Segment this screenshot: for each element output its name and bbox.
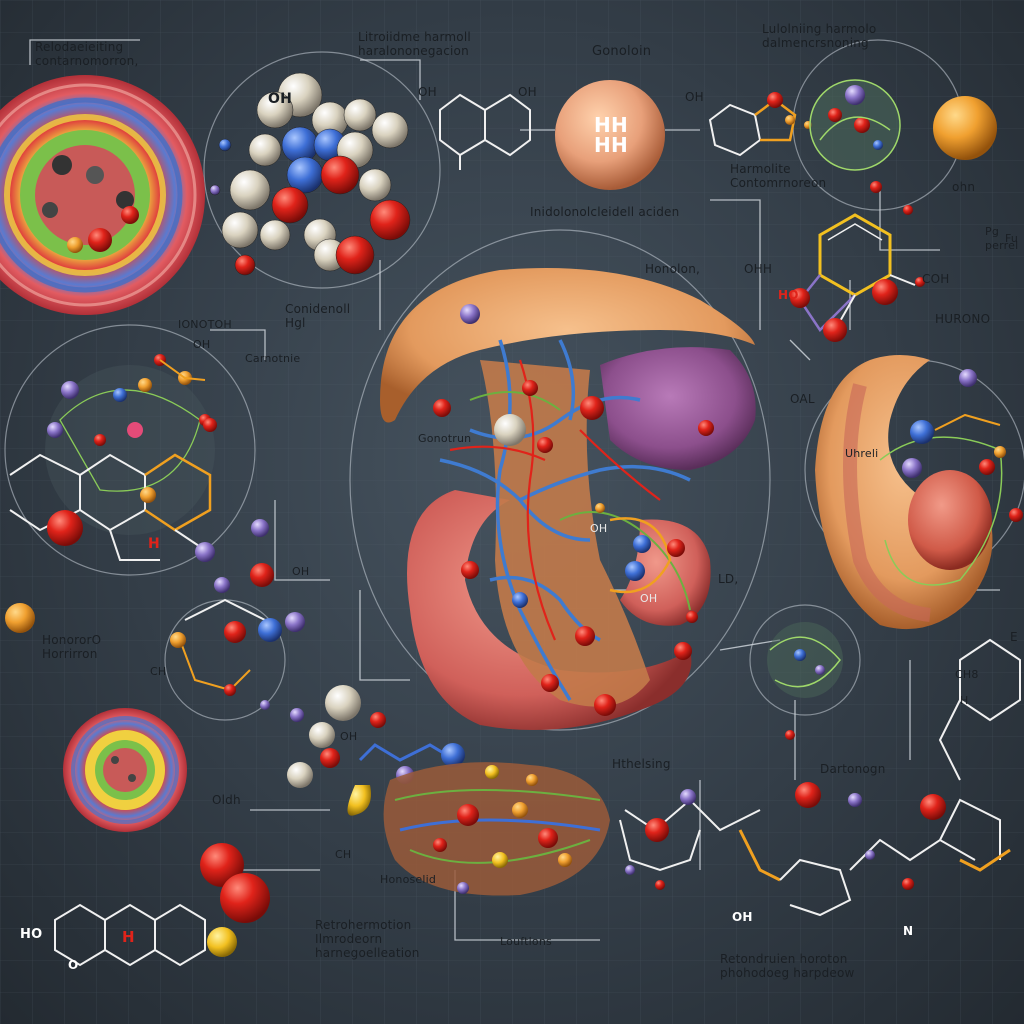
label-oh-bottom: OH [732, 910, 753, 924]
hormone-sphere-top [555, 80, 665, 190]
label-dartonogn: Dartonogn [820, 762, 886, 776]
label-h-right2: H [960, 694, 969, 707]
cell-left-mid [9, 354, 269, 562]
label-horonoe: HURONO [935, 312, 991, 326]
label-carnoine: Carnotnie [245, 352, 301, 365]
label-ch3: CH [335, 848, 352, 861]
organ-right [815, 355, 1023, 630]
label-oh-hex: OH [418, 85, 437, 99]
label-top-center: Gonoloin [592, 44, 652, 59]
label-olioh: Oldh [212, 793, 241, 807]
label-oh-mid: OH [590, 522, 608, 535]
label-ho-bottom: HO [20, 927, 43, 942]
cell-bottom-right-small [767, 622, 843, 698]
label-oh-left-mid: OH [193, 338, 211, 351]
label-top-left: Relodaeieiting contarnomorron, [35, 40, 139, 68]
label-lonoton: IONOTOH [178, 318, 232, 331]
molecule-cluster-top [209, 72, 411, 276]
label-oal: OAL [790, 392, 815, 406]
label-cha: CH8 [955, 668, 979, 681]
tissue-bottom [383, 762, 610, 896]
label-oh-right-upper: OH [685, 90, 704, 104]
label-fr-right: Fu [1005, 232, 1019, 245]
label-e-right: E [1010, 630, 1018, 644]
label-sphere-hh: HH HH [594, 113, 628, 157]
cell-top-right [809, 79, 997, 171]
label-ohh: OHH [744, 262, 773, 276]
label-honolon: Honolon, [645, 262, 701, 276]
label-hi-right: H [148, 536, 160, 552]
label-hormone-conformation: Harmolite Contomrnoreon [730, 162, 827, 190]
label-top-center-left: Litroiidme harmoll haralononegacion [358, 30, 471, 58]
label-uhrel: Uhreli [845, 447, 879, 460]
label-coh: COH [922, 272, 950, 286]
label-pg-right: Pg perrel [985, 225, 1019, 252]
label-bottom-center: Louftlons [500, 935, 552, 948]
label-n-bottom: N [903, 924, 914, 938]
label-ohe: OH [340, 730, 358, 743]
label-bottom-left-text: Retrohermotion Ilmrodeorn harnegoelleati… [315, 918, 420, 960]
label-oh-mid2: OH [640, 592, 658, 605]
label-ho-left: HO [778, 288, 799, 302]
label-hormone-left: HonororO Horrirron [42, 633, 102, 661]
molecule-left-lower [5, 563, 305, 710]
label-bottom-right-text: Retondruien horoton phohodoeg harpdeow [720, 952, 855, 980]
label-hormonal-bottom: Honoselid [380, 873, 437, 886]
label-hthelsing: Hthelsing [612, 757, 671, 771]
molecule-right-lower [938, 638, 1021, 781]
label-conformational: Conidenoll Hgl [285, 302, 351, 330]
label-oh-hex-right: OH [518, 85, 537, 99]
molecule-bottom-left [54, 843, 270, 967]
hexagon-ring-top [439, 93, 531, 170]
organ-central [380, 268, 756, 730]
label-oh-cluster: OH [268, 91, 293, 107]
label-h-bottom: H [122, 928, 135, 946]
cell-top-left [0, 75, 205, 315]
label-gonotrun: Gonotrun [418, 432, 472, 445]
cell-bottom-left [63, 708, 187, 832]
label-ch-left: CH [150, 665, 167, 678]
label-top-right: Lulolniing harmolo dalmencrsnoning [762, 22, 877, 50]
molecule-right-mid [790, 181, 925, 342]
molecule-bottom-center [287, 685, 465, 816]
molecule-top-right [708, 92, 812, 157]
label-oh-bl: OH [292, 565, 310, 578]
label-ohn-right: ohn [952, 180, 976, 194]
molecule-bottom-right [619, 730, 1011, 917]
label-o-bottom: O [68, 958, 79, 972]
label-ld: LD, [718, 572, 739, 586]
label-intermediate: Inidolonolcleidell aciden [530, 205, 680, 219]
